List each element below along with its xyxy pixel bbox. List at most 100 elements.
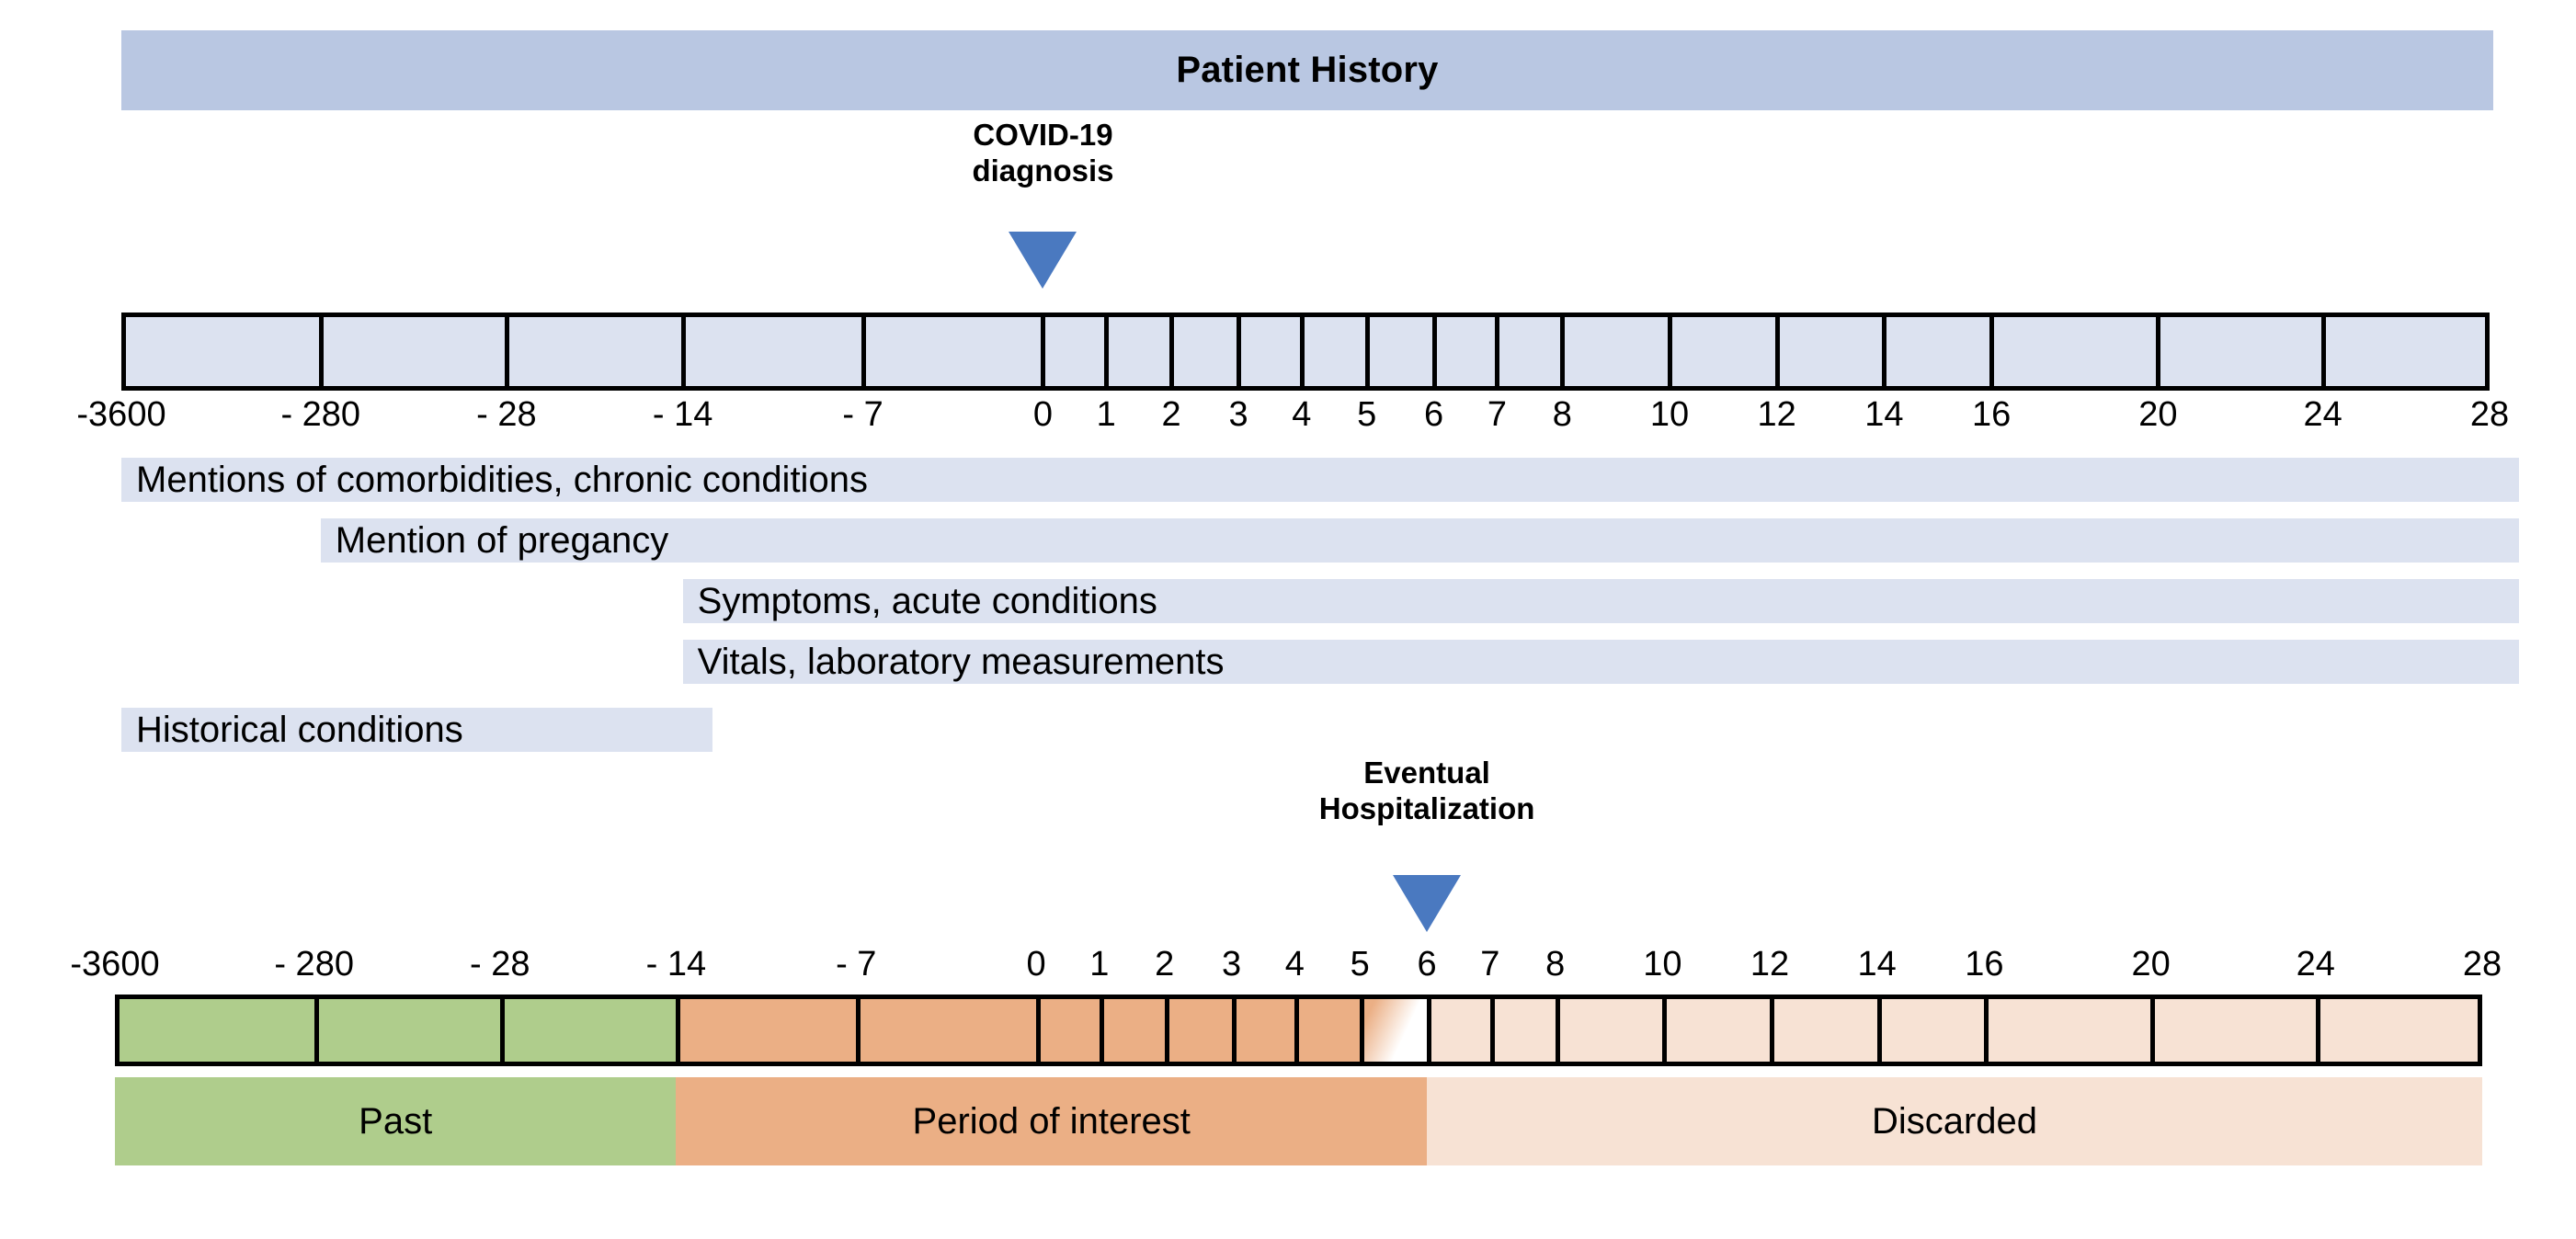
marker-arrow-icon-eventual-hospitalization bbox=[1393, 875, 1462, 932]
period-axis-tick-label: 16 bbox=[1965, 945, 2004, 983]
vitals-bar: Vitals, laboratory measurements bbox=[682, 640, 2519, 684]
axis-tick-label: -3600 bbox=[76, 395, 166, 434]
marker-label-line: COVID-19 bbox=[973, 118, 1113, 152]
marker-label-line: Hospitalization bbox=[1318, 790, 1535, 825]
period-axis-cell bbox=[2320, 999, 2478, 1062]
axis-tick bbox=[1104, 317, 1110, 386]
period-axis-tick-label: 2 bbox=[1155, 945, 1175, 983]
period-axis-tick-label: 24 bbox=[2296, 945, 2335, 983]
availability-bar-label: Mentions of comorbidities, chronic condi… bbox=[136, 459, 868, 500]
axis-tick-label: - 28 bbox=[476, 395, 537, 434]
period-axis-cell bbox=[680, 999, 861, 1062]
period-axis-tick-label: 7 bbox=[1480, 945, 1500, 983]
axis-tick bbox=[318, 317, 324, 386]
period-axis-tick-label: 5 bbox=[1350, 945, 1370, 983]
historical-conditions-bar: Historical conditions bbox=[121, 708, 712, 752]
period-axis-tick-label: 0 bbox=[1026, 945, 1046, 983]
legend-discarded: Discarded bbox=[1427, 1077, 2482, 1165]
period-legend: Past Period of interest Discarded bbox=[115, 1077, 2482, 1165]
axis-tick bbox=[680, 317, 686, 386]
period-axis-tick-label: 3 bbox=[1222, 945, 1242, 983]
page-title: Patient History bbox=[121, 30, 2493, 110]
period-axis-cell bbox=[504, 999, 681, 1062]
axis-tick bbox=[1299, 317, 1305, 386]
axis-tick bbox=[1495, 317, 1500, 386]
marker-label-line: Eventual bbox=[1363, 756, 1490, 790]
period-axis-cell bbox=[1168, 999, 1237, 1062]
axis-tick-label: 10 bbox=[1649, 395, 1690, 434]
axis-tick-label: 6 bbox=[1424, 395, 1444, 434]
period-axis-tick-label: 6 bbox=[1417, 945, 1437, 983]
marker-arrow-icon-covid-diagnosis bbox=[1009, 232, 1077, 289]
availability-bar-label: Mention of pregancy bbox=[335, 519, 669, 561]
period-axis-cell bbox=[318, 999, 505, 1062]
axis-tick bbox=[1774, 317, 1780, 386]
axis-tick bbox=[1667, 317, 1672, 386]
axis-tick-label: 2 bbox=[1161, 395, 1181, 434]
legend-past: Past bbox=[115, 1077, 677, 1165]
axis-tick bbox=[1431, 317, 1437, 386]
period-axis-tick-label: 4 bbox=[1284, 945, 1305, 983]
period-of-interest-axis bbox=[115, 995, 2482, 1066]
axis-tick-label: 3 bbox=[1228, 395, 1248, 434]
axis-tick-label: - 7 bbox=[842, 395, 883, 434]
axis-tick-label: 16 bbox=[1971, 395, 2012, 434]
axis-tick bbox=[1882, 317, 1887, 386]
axis-tick bbox=[1989, 317, 1995, 386]
axis-tick-label: 28 bbox=[2469, 395, 2510, 434]
period-axis-cell bbox=[1103, 999, 1169, 1062]
axis-tick-label: 1 bbox=[1096, 395, 1116, 434]
period-axis-tick-label: 10 bbox=[1643, 945, 1682, 983]
axis-tick-label: 4 bbox=[1292, 395, 1312, 434]
axis-tick bbox=[2320, 317, 2326, 386]
period-legend-label: Past bbox=[359, 1100, 433, 1142]
axis-tick bbox=[1560, 317, 1566, 386]
availability-bar-label: Historical conditions bbox=[136, 709, 463, 750]
patient-history-axis bbox=[121, 313, 2490, 391]
period-axis-tick-label: 12 bbox=[1750, 945, 1790, 983]
axis-tick bbox=[504, 317, 509, 386]
period-axis-cell bbox=[861, 999, 1042, 1062]
axis-tick-label: 20 bbox=[2138, 395, 2178, 434]
axis-tick bbox=[1364, 317, 1370, 386]
period-legend-label: Period of interest bbox=[912, 1100, 1191, 1142]
axis-tick bbox=[861, 317, 866, 386]
period-axis-tick-label: 8 bbox=[1545, 945, 1566, 983]
comorbidities-bar: Mentions of comorbidities, chronic condi… bbox=[121, 458, 2519, 502]
period-axis-tick-label: 20 bbox=[2131, 945, 2171, 983]
marker-label-line: diagnosis bbox=[972, 153, 1114, 188]
axis-tick-label: 8 bbox=[1552, 395, 1572, 434]
axis-tick-label: - 14 bbox=[652, 395, 713, 434]
axis-tick bbox=[1237, 317, 1242, 386]
axis-tick-label: 24 bbox=[2303, 395, 2342, 434]
period-axis-tick-label: - 14 bbox=[645, 945, 707, 983]
axis-tick-label: 12 bbox=[1757, 395, 1796, 434]
axis-tick-label: 0 bbox=[1032, 395, 1054, 434]
period-axis-cell bbox=[1667, 999, 1774, 1062]
period-axis-cell bbox=[1773, 999, 1882, 1062]
period-axis-cell bbox=[2155, 999, 2320, 1062]
period-axis-tick-label: 14 bbox=[1857, 945, 1897, 983]
period-axis-cell bbox=[1431, 999, 1495, 1062]
axis-tick bbox=[1041, 317, 1046, 386]
availability-bar-label: Symptoms, acute conditions bbox=[697, 580, 1157, 621]
axis-tick bbox=[2156, 317, 2161, 386]
period-axis-cell bbox=[120, 999, 319, 1062]
axis-tick-label: - 280 bbox=[280, 395, 361, 434]
pregnancy-bar: Mention of pregancy bbox=[320, 518, 2519, 563]
period-axis-tick-label: -3600 bbox=[70, 945, 160, 983]
period-axis-cell bbox=[1041, 999, 1104, 1062]
period-axis-tick-label: 28 bbox=[2462, 945, 2502, 983]
axis-tick-label: 14 bbox=[1864, 395, 1904, 434]
axis-tick-label: 7 bbox=[1487, 395, 1507, 434]
period-axis-tick-label: - 280 bbox=[274, 945, 354, 983]
period-axis-cell bbox=[1989, 999, 2156, 1062]
symptoms-bar: Symptoms, acute conditions bbox=[682, 579, 2519, 623]
period-axis-cell bbox=[1881, 999, 1989, 1062]
axis-tick bbox=[1169, 317, 1175, 386]
period-axis-tick-label: - 7 bbox=[836, 945, 877, 983]
period-axis-cell bbox=[1364, 999, 1432, 1062]
